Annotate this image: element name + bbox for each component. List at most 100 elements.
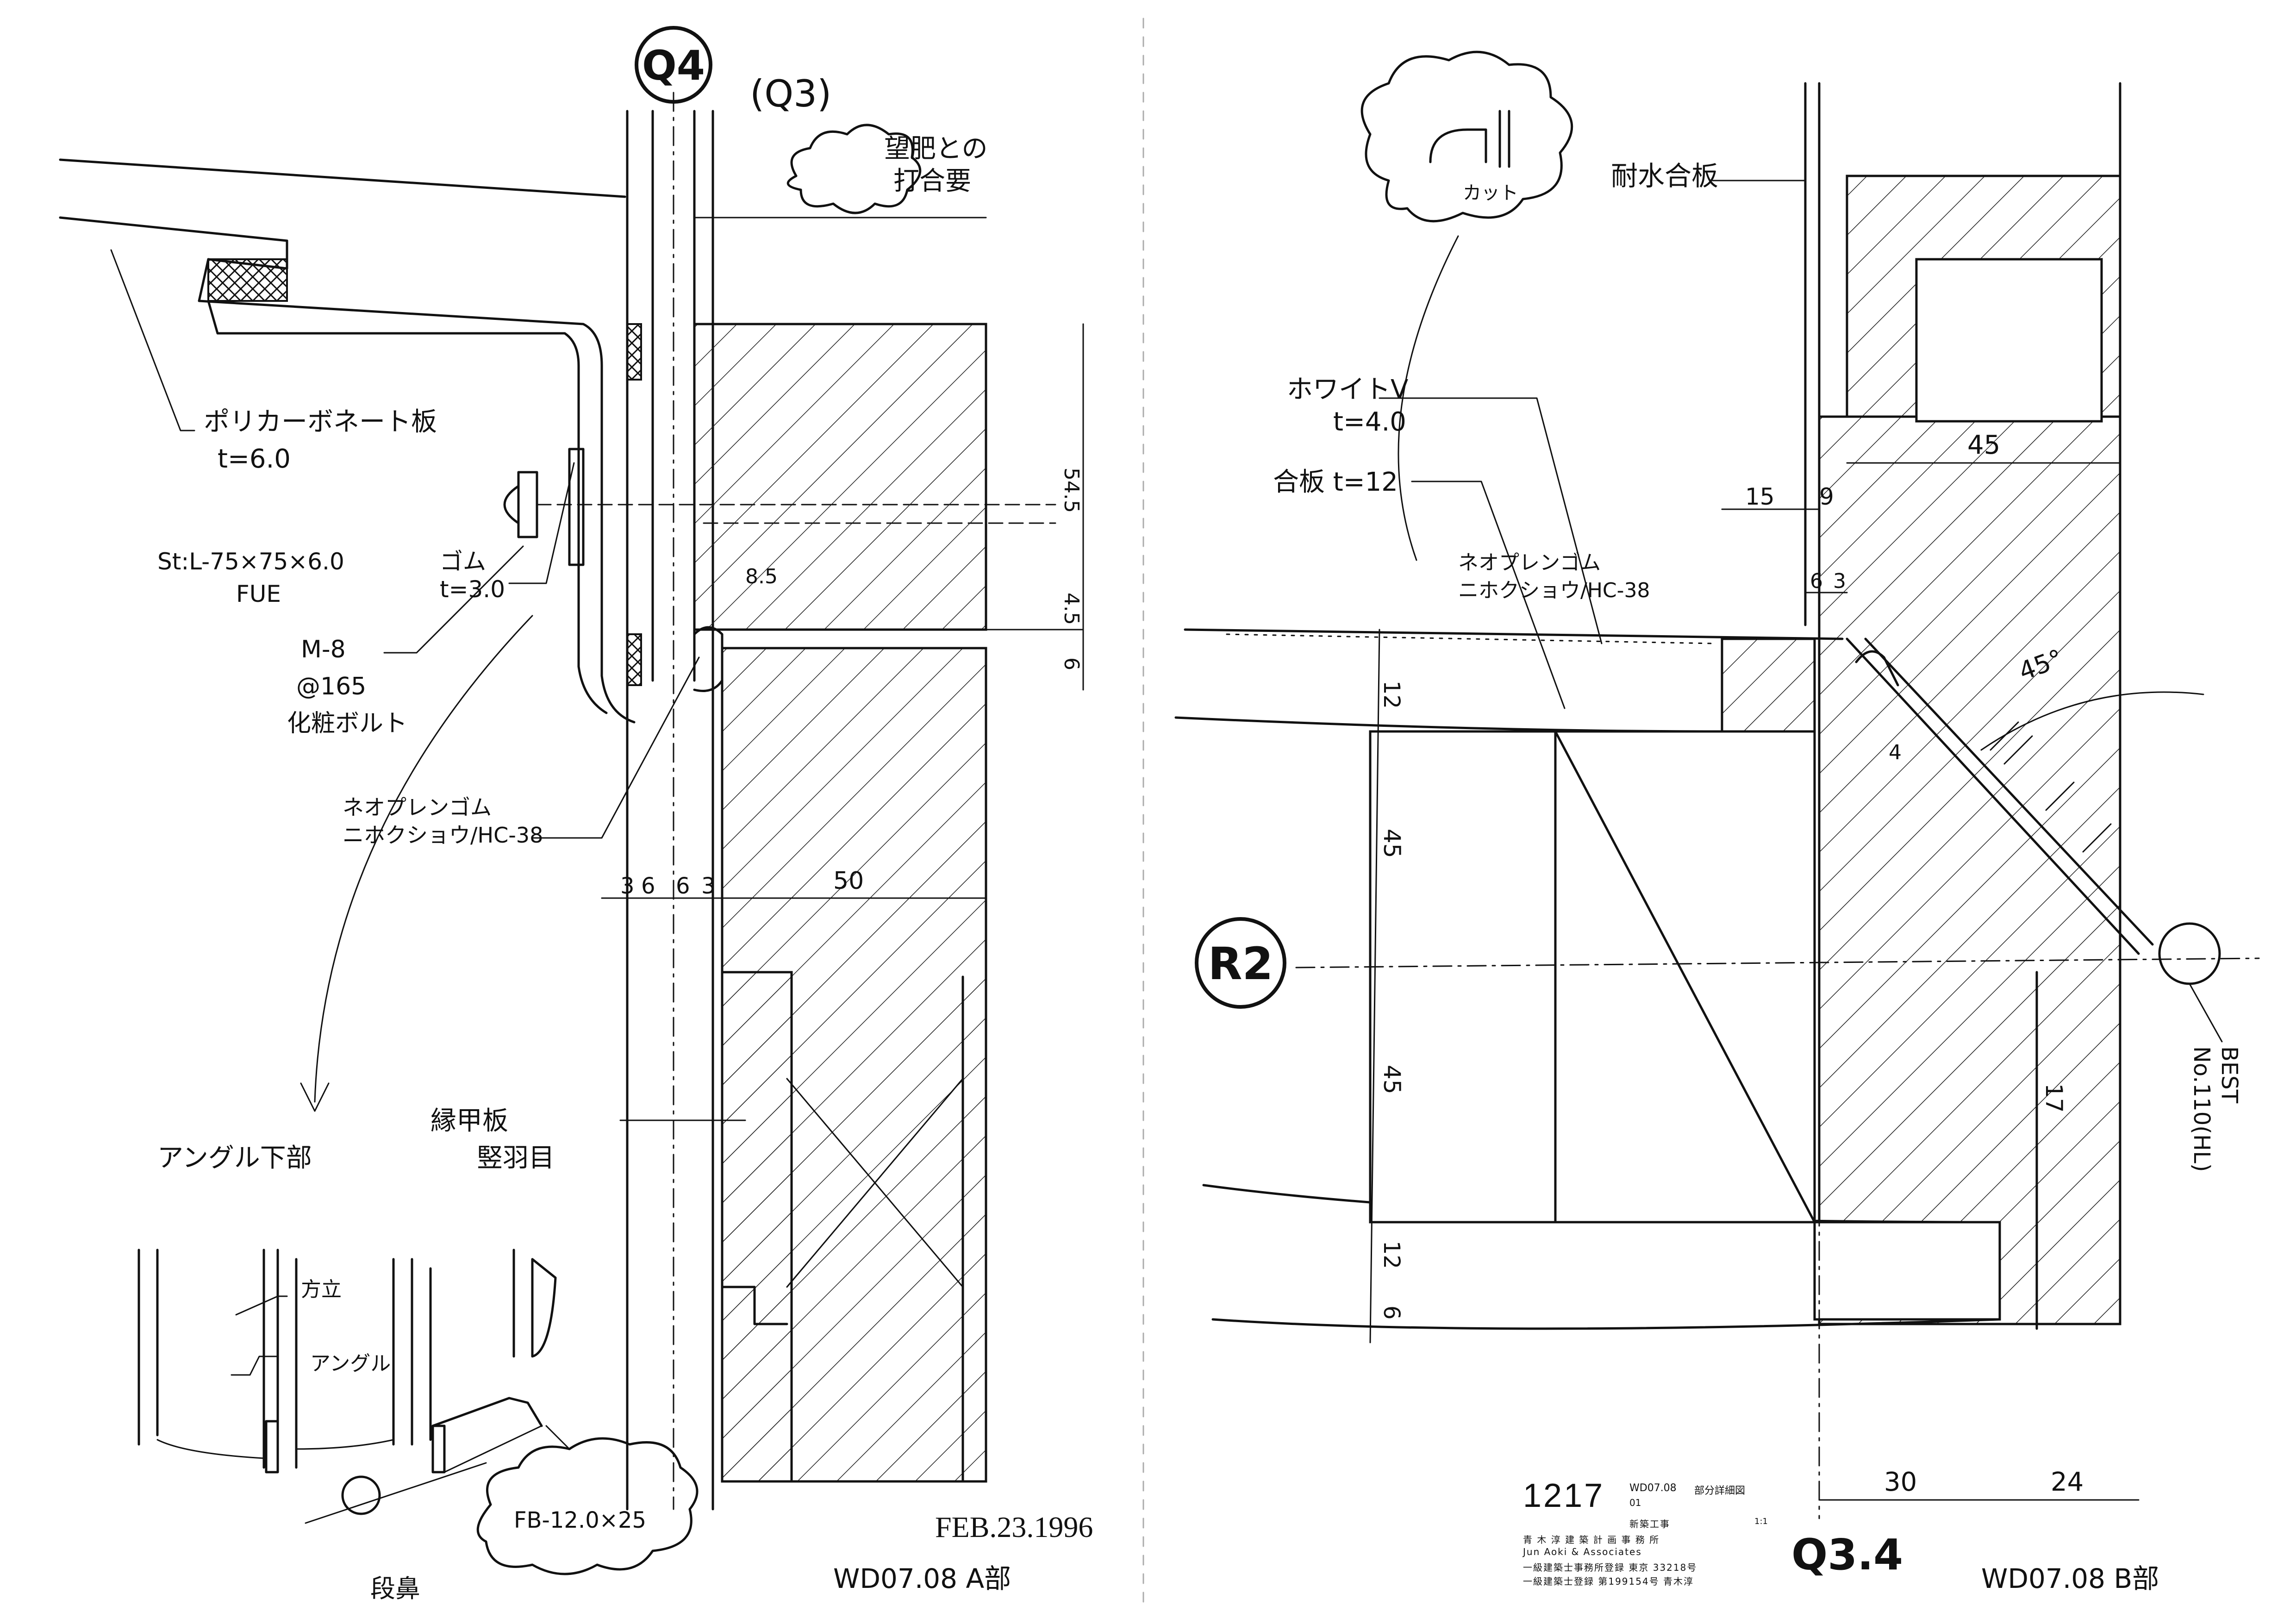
leader-plywood [1411, 481, 1566, 709]
office-name-jp: 青 木 淳 建 築 計 画 事 務 所 [1523, 1534, 1660, 1545]
leader-white-v [1379, 397, 1603, 644]
label-gasket-1: ネオプレンゴム [343, 795, 492, 820]
wood-beam-upper [693, 323, 987, 631]
sheet-number: 1217 [1523, 1477, 1605, 1514]
ceiling-diagonal [1554, 730, 1816, 1224]
leader-angle-bottom [314, 615, 533, 1103]
label-bolt-size: M-8 [301, 636, 346, 663]
roof-support-bracket [198, 239, 636, 724]
drawing-date: FEB.23.1996 [935, 1511, 1093, 1543]
office-name-en: Jun Aoki & Associates [1523, 1546, 1642, 1557]
sheet-title: 部分詳細図 [1694, 1485, 1746, 1497]
dim-15: 15 [1745, 483, 1775, 510]
dim-6-right: 6 [1810, 569, 1823, 593]
sketch-label-step: 段鼻 [370, 1574, 420, 1603]
wood-post-right-block [1915, 258, 2103, 423]
note-top-line-2: 打合要 [893, 166, 971, 196]
dim-54-5: 54.5 [1060, 468, 1083, 513]
label-cut: カット [1463, 182, 1518, 204]
sealant-block [207, 258, 288, 302]
leader-rubber [508, 462, 575, 584]
sketch-label-post: 方立 [301, 1278, 342, 1301]
leader-bolt [383, 545, 524, 654]
bolt-head [503, 471, 538, 538]
grid-bubble-q4 [635, 26, 712, 104]
seam-45 [1846, 637, 2154, 955]
grid-axis-r2 [1295, 957, 2260, 968]
label-poly-thickness: t=6.0 [218, 444, 291, 474]
dim-4: 4 [1889, 741, 1902, 764]
dim-6-b: 6 [676, 873, 690, 899]
leader-gasket [531, 656, 700, 839]
leader-angle-bottom-arrow [300, 1082, 330, 1112]
label-steel-angle: St:L-75×75×6.0 [157, 548, 344, 575]
dim-9: 9 [1819, 483, 1834, 510]
fascia-board [721, 971, 793, 1483]
ceiling-edge-board [1813, 1221, 2001, 1321]
label-gasket-right-2: ニホクショウ/HC-38 [1458, 579, 1650, 602]
roof-support-bracket-inner [207, 300, 608, 714]
rubber-pad-bottom [626, 633, 642, 686]
sheet-seq: 01 [1629, 1497, 1641, 1508]
title-block: 1217 WD07.08 01 部分詳細図 新築工事 1:1 青 木 淳 建 築… [1523, 1477, 1782, 1593]
callout-cloud-cut [1360, 50, 1573, 223]
dim-24: 24 [2051, 1467, 2084, 1497]
note-cloud-top [786, 124, 922, 214]
dim-30: 30 [1884, 1467, 1917, 1497]
label-rubber: ゴム [440, 548, 486, 575]
ceiling-layer-2 [1174, 716, 1723, 733]
ceiling-cant [1721, 637, 1816, 733]
dim-3-a: 3 [620, 873, 635, 899]
sketch-fb-cloud [476, 1437, 699, 1575]
dim-line-left-vertical [1369, 629, 1380, 1343]
gasket-j [693, 626, 724, 692]
ceiling-layer-1-dots [1226, 633, 1714, 644]
label-angle-finish: FUE [236, 581, 281, 607]
sheet-ref-a: WD07.08 A部 [833, 1563, 1011, 1594]
dim-50: 50 [833, 867, 864, 895]
project-name: 新築工事 [1629, 1518, 1670, 1530]
grid-ref-q3-4: Q3.4 [1791, 1530, 1903, 1580]
label-plywood: 合板 t=12 [1273, 467, 1398, 497]
dim-12-bottom: 12 [1379, 1241, 1404, 1269]
dim-45-mid: 45 [1379, 829, 1405, 858]
registration-2: 一級建築士登録 第199154号 青木淳 [1523, 1576, 1694, 1587]
ceiling-block [1369, 730, 1816, 1224]
leader-poly [110, 249, 195, 431]
leader-cut [1398, 235, 1459, 561]
label-fascia-2: 竪羽目 [477, 1143, 555, 1173]
label-angle-bottom: アングル下部 [157, 1143, 312, 1173]
bolt-washer [568, 448, 585, 566]
arc-45 [1980, 691, 2204, 751]
label-white-v-1: ホワイトV [1287, 375, 1408, 405]
label-bolt-type: 化粧ボルト [287, 710, 407, 737]
label-white-v-2: t=4.0 [1333, 407, 1406, 437]
dim-3-right: 3 [1833, 569, 1846, 593]
rubber-pad-top [626, 323, 642, 381]
label-polycarbonate: ポリカーボネート板 [204, 407, 437, 437]
pin-best [2158, 922, 2221, 985]
grid-label-r2: R2 [1208, 938, 1273, 990]
dim-8-5: 8.5 [745, 565, 778, 588]
grid-label-q4: Q4 [642, 42, 705, 89]
registration-1: 一級建築士事務所登録 東京 33218号 [1523, 1562, 1697, 1573]
detail-a: Q4 (Q3) 望肥との 打合要 [59, 26, 1093, 1603]
detail-b: カット 耐水合板 45° 4 R2 [1174, 50, 2260, 1594]
seam-45-gasket [1855, 650, 1899, 687]
dim-45-top: 45 [1967, 430, 2000, 460]
nosing-notch [721, 1286, 788, 1325]
sketch-label-angle: アングル [310, 1352, 391, 1375]
dim-4-5: 4.5 [1060, 593, 1083, 625]
dim-6-bottom: 6 [1379, 1305, 1404, 1320]
sketch-angle-bottom: 方立 アングル FB-12.0×25 段鼻 [137, 1249, 699, 1603]
sheet-ref-b: WD07.08 B部 [1981, 1563, 2159, 1594]
label-gasket-right-1: ネオプレンゴム [1458, 551, 1601, 575]
label-rubber-thickness: t=3.0 [440, 576, 505, 603]
sketch-label-fb: FB-12.0×25 [514, 1507, 646, 1533]
grid-bubble-r2 [1195, 917, 1286, 1009]
ceiling-layer-4 [1211, 1318, 2001, 1330]
dim-3-b: 3 [701, 873, 716, 899]
sheet-code: WD07.08 [1629, 1482, 1677, 1494]
gap-cross [786, 1078, 964, 1288]
